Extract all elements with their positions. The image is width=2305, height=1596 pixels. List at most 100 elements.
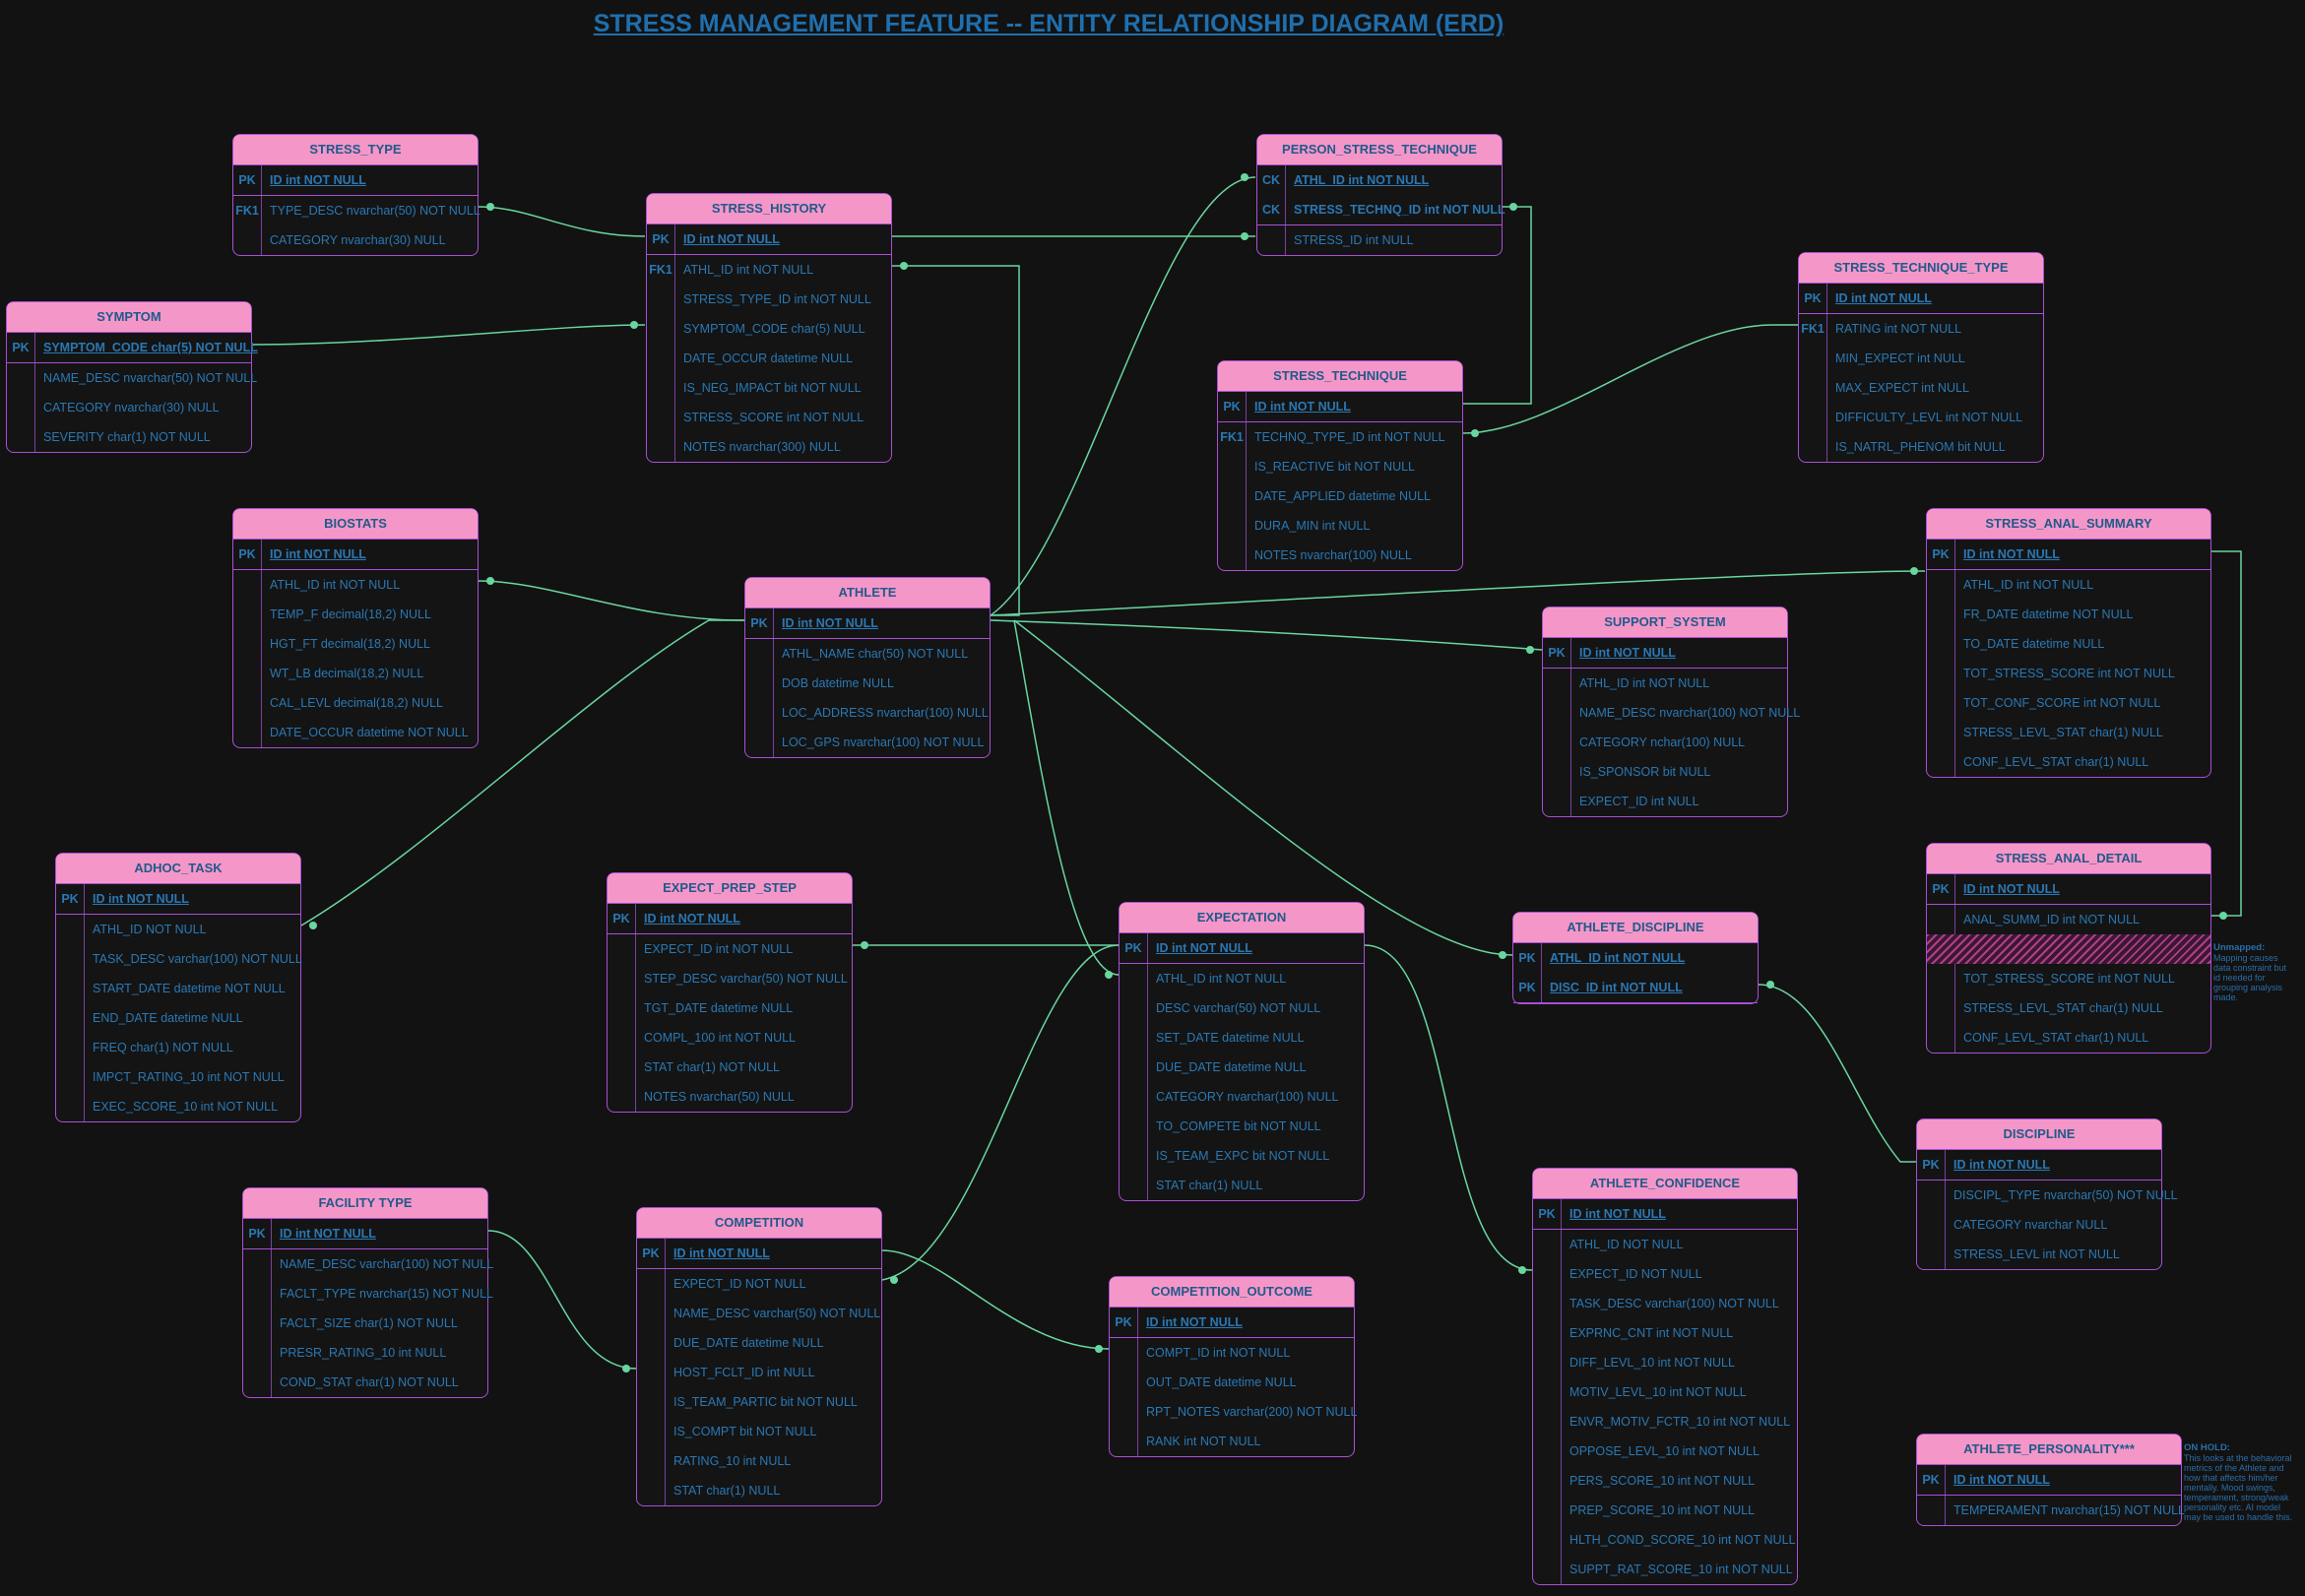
- attribute-row: ATHL_ID int NOT NULL: [1543, 669, 1787, 698]
- key-label: [1927, 747, 1955, 777]
- attribute-label: FACLT_SIZE char(1) NOT NULL: [280, 1316, 458, 1330]
- key-label: [1110, 1338, 1138, 1368]
- key-label: [745, 698, 774, 728]
- rel-athlete-summary: [990, 570, 1926, 616]
- attribute-label: ID int NOT NULL: [1963, 547, 2060, 561]
- attribute-label: IMPCT_RATING_10 int NOT NULL: [93, 1070, 285, 1084]
- attribute-row: COMPT_ID int NOT NULL: [1110, 1338, 1354, 1368]
- key-label: CK: [1257, 195, 1286, 224]
- attribute-label: NOTES nvarchar(300) NULL: [683, 440, 841, 454]
- attribute-row: DUE_DATE datetime NULL: [1120, 1053, 1364, 1082]
- attribute-label: IS_TEAM_PARTIC bit NOT NULL: [673, 1395, 858, 1409]
- key-label: [1543, 669, 1571, 698]
- attribute-label: STRESS_LEVL_STAT char(1) NULL: [1963, 726, 2163, 739]
- key-label: [1799, 373, 1827, 403]
- attribute-row: FR_DATE datetime NOT NULL: [1927, 600, 2210, 629]
- key-label: [1927, 993, 1955, 1023]
- attribute-label: DATE_OCCUR datetime NULL: [683, 351, 854, 365]
- attribute-label: ID int NOT NULL: [1156, 941, 1252, 955]
- attribute-label: ATHL_ID int NOT NULL: [683, 263, 814, 277]
- attribute-row: FACLT_SIZE char(1) NOT NULL: [243, 1309, 487, 1338]
- attribute-row: IMPCT_RATING_10 int NOT NULL: [56, 1062, 300, 1092]
- key-label: [56, 1003, 85, 1033]
- attribute-label: ATHL_ID int NOT NULL: [1963, 578, 2094, 592]
- key-label: [56, 974, 85, 1003]
- entity-title: STRESS_ANAL_DETAIL: [1927, 844, 2210, 874]
- attribute-label: STRESS_LEVL_STAT char(1) NULL: [1963, 1001, 2163, 1015]
- attribute-label: TEMP_F decimal(18,2) NULL: [270, 607, 431, 621]
- key-label: [1917, 1240, 1946, 1269]
- entity-title: COMPETITION: [637, 1208, 881, 1239]
- attribute-label: LOC_ADDRESS nvarchar(100) NULL: [782, 706, 989, 720]
- attribute-label: DISCIPL_TYPE nvarchar(50) NOT NULL: [1953, 1188, 2178, 1202]
- attribute-row: IS_COMPT bit NOT NULL: [637, 1417, 881, 1446]
- attribute-row: DATE_APPLIED datetime NULL: [1218, 481, 1462, 511]
- attribute-row: NAME_DESC varchar(100) NOT NULL: [243, 1249, 493, 1279]
- key-label: PK: [637, 1239, 666, 1268]
- attribute-label: EXPECT_ID NOT NULL: [673, 1277, 806, 1291]
- attribute-label: COMPT_ID int NOT NULL: [1146, 1346, 1291, 1360]
- attribute-label: IS_SPONSOR bit NULL: [1579, 765, 1711, 779]
- entity-title: EXPECTATION: [1120, 903, 1364, 933]
- key-label: [1543, 757, 1571, 787]
- entity-title: STRESS_TECHNIQUE: [1218, 361, 1462, 392]
- attribute-row: DATE_OCCUR datetime NULL: [647, 344, 891, 373]
- entity-title: SUPPORT_SYSTEM: [1543, 607, 1787, 638]
- attribute-label: ID int NOT NULL: [1953, 1473, 2050, 1487]
- entity-title: ATHLETE_CONFIDENCE: [1533, 1169, 1797, 1199]
- key-label: [637, 1299, 666, 1328]
- attribute-label: TASK_DESC varchar(100) NOT NULL: [1569, 1297, 1779, 1310]
- key-label: [243, 1279, 272, 1309]
- attribute-row: ATHL_ID NOT NULL: [1533, 1230, 1797, 1259]
- attribute-label: TOT_STRESS_SCORE int NOT NULL: [1963, 972, 2175, 986]
- diagram-title: STRESS MANAGEMENT FEATURE -- ENTITY RELA…: [593, 10, 1505, 37]
- key-label: [647, 344, 675, 373]
- unmapped-note-heading: Unmapped:: [2213, 942, 2266, 953]
- attribute-label: TGT_DATE datetime NULL: [644, 1001, 794, 1015]
- attribute-label: CATEGORY nchar(100) NULL: [1579, 735, 1746, 749]
- entity-title: SYMPTOM: [7, 302, 251, 333]
- key-label: PK: [1799, 284, 1827, 313]
- attribute-row: DATE_OCCUR datetime NOT NULL: [233, 718, 478, 747]
- key-label: [745, 639, 774, 669]
- key-label: PK: [1917, 1150, 1946, 1180]
- key-label: [1257, 225, 1286, 255]
- key-label: [1110, 1368, 1138, 1397]
- attribute-label: ID int NOT NULL: [1254, 400, 1351, 414]
- attribute-label: WT_LB decimal(18,2) NULL: [270, 667, 424, 680]
- unmapped-note-text: Mapping causes data constraint but id ne…: [2213, 953, 2287, 1002]
- attribute-label: RATING_10 int NULL: [673, 1454, 792, 1468]
- attribute-label: DATE_APPLIED datetime NULL: [1254, 489, 1432, 503]
- entity-title: EXPECT_PREP_STEP: [608, 873, 852, 904]
- key-label: [647, 403, 675, 432]
- attribute-row: ATHL_NAME char(50) NOT NULL: [745, 639, 990, 669]
- entity-title: ATHLETE_DISCIPLINE: [1513, 913, 1758, 943]
- on-hold-note-text: This looks at the behavioral metrics of …: [2184, 1453, 2293, 1522]
- attribute-label: ATHL_ID int NOT NULL: [1156, 972, 1287, 986]
